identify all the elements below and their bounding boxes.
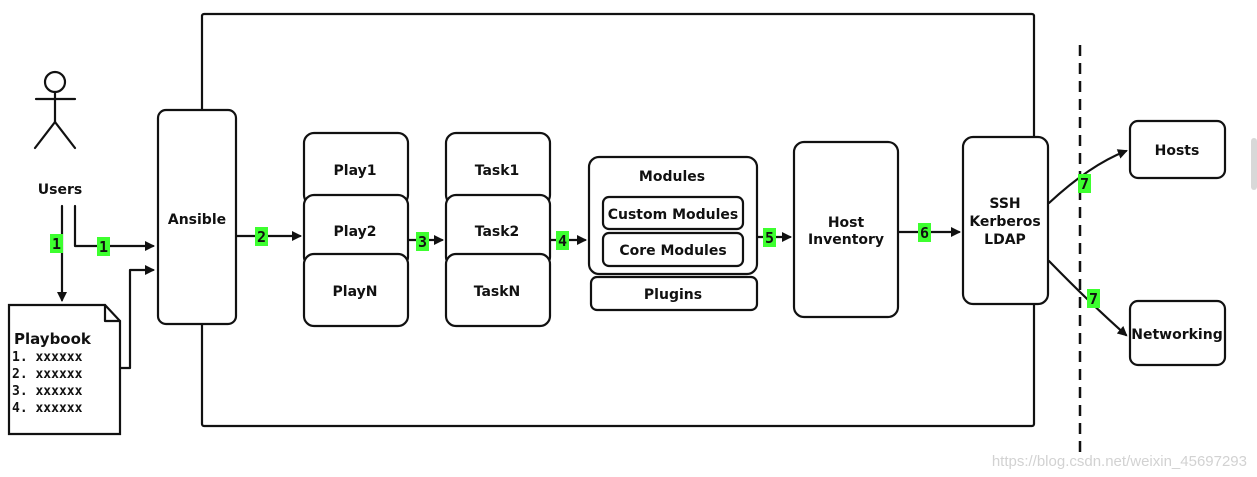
step-badge-play-task: 3 bbox=[416, 232, 429, 251]
playbook-document: Playbook 1. xxxxxx 2. xxxxxx 3. xxxxxx 4… bbox=[7, 303, 122, 436]
svg-text:6: 6 bbox=[920, 224, 929, 242]
step-badge-connection-networking: 7 bbox=[1087, 289, 1100, 308]
hosts-box bbox=[1128, 119, 1227, 180]
step-badge-task-modules: 4 bbox=[556, 231, 569, 250]
networking-box bbox=[1128, 299, 1227, 367]
step-badge-users-ansible: 1 bbox=[97, 237, 110, 256]
plugins-box bbox=[589, 275, 759, 312]
playbook-item-3: 3. xxxxxx bbox=[12, 384, 83, 399]
users-to-ansible-arrow bbox=[73, 204, 155, 251]
user-icon bbox=[33, 70, 77, 150]
step-badge-inventory-connection: 6 bbox=[918, 223, 931, 242]
step-badge-modules-inventory: 5 bbox=[763, 228, 776, 247]
playbook-title: Playbook bbox=[14, 330, 92, 348]
play-label-1: Play1 bbox=[334, 163, 377, 179]
custom-modules-label: Custom Modules bbox=[608, 207, 739, 223]
connection-line-2: Kerberos bbox=[969, 214, 1040, 230]
connection-to-hosts-arrow bbox=[1047, 149, 1128, 205]
play-box-n bbox=[302, 252, 410, 328]
modules-title: Modules bbox=[639, 169, 705, 185]
scrollbar-tab[interactable] bbox=[1251, 138, 1257, 190]
play-label-2: Play2 bbox=[334, 224, 377, 240]
playbook-to-ansible-arrow bbox=[119, 265, 155, 370]
core-modules-label: Core Modules bbox=[619, 243, 726, 259]
host-inventory-line-1: Host bbox=[828, 215, 865, 231]
svg-text:4: 4 bbox=[558, 232, 567, 250]
task-box-n bbox=[444, 252, 552, 328]
svg-text:2: 2 bbox=[257, 228, 266, 246]
step-badge-users-playbook: 1 bbox=[50, 234, 63, 253]
playbook-item-1: 1. xxxxxx bbox=[12, 350, 83, 365]
hosts-label: Hosts bbox=[1155, 143, 1200, 159]
svg-text:3: 3 bbox=[418, 233, 427, 251]
ansible-label: Ansible bbox=[168, 212, 226, 228]
svg-text:1: 1 bbox=[99, 238, 108, 256]
plugins-label: Plugins bbox=[644, 287, 702, 303]
svg-text:7: 7 bbox=[1089, 290, 1098, 308]
connection-line-3: LDAP bbox=[984, 232, 1026, 248]
watermark: https://blog.csdn.net/weixin_45697293 bbox=[992, 453, 1247, 470]
users-label: Users bbox=[38, 182, 82, 198]
playbook-item-2: 2. xxxxxx bbox=[12, 367, 83, 382]
custom-modules-box bbox=[601, 195, 745, 231]
connection-box bbox=[961, 135, 1050, 306]
step-badge-ansible-play: 2 bbox=[255, 227, 268, 246]
task-label-1: Task1 bbox=[475, 163, 520, 179]
svg-text:7: 7 bbox=[1080, 175, 1089, 193]
step-badge-connection-hosts: 7 bbox=[1078, 174, 1091, 193]
ansible-box bbox=[156, 108, 238, 326]
play-label-n: PlayN bbox=[333, 284, 378, 300]
svg-text:5: 5 bbox=[765, 229, 774, 247]
networking-label: Networking bbox=[1131, 327, 1222, 343]
core-modules-box bbox=[601, 231, 745, 268]
playbook-item-4: 4. xxxxxx bbox=[12, 401, 83, 416]
host-inventory-box bbox=[792, 140, 900, 319]
task-label-2: Task2 bbox=[475, 224, 520, 240]
svg-text:1: 1 bbox=[52, 235, 61, 253]
task-label-n: TaskN bbox=[474, 284, 521, 300]
host-inventory-line-2: Inventory bbox=[808, 232, 884, 248]
connection-line-1: SSH bbox=[989, 196, 1020, 212]
